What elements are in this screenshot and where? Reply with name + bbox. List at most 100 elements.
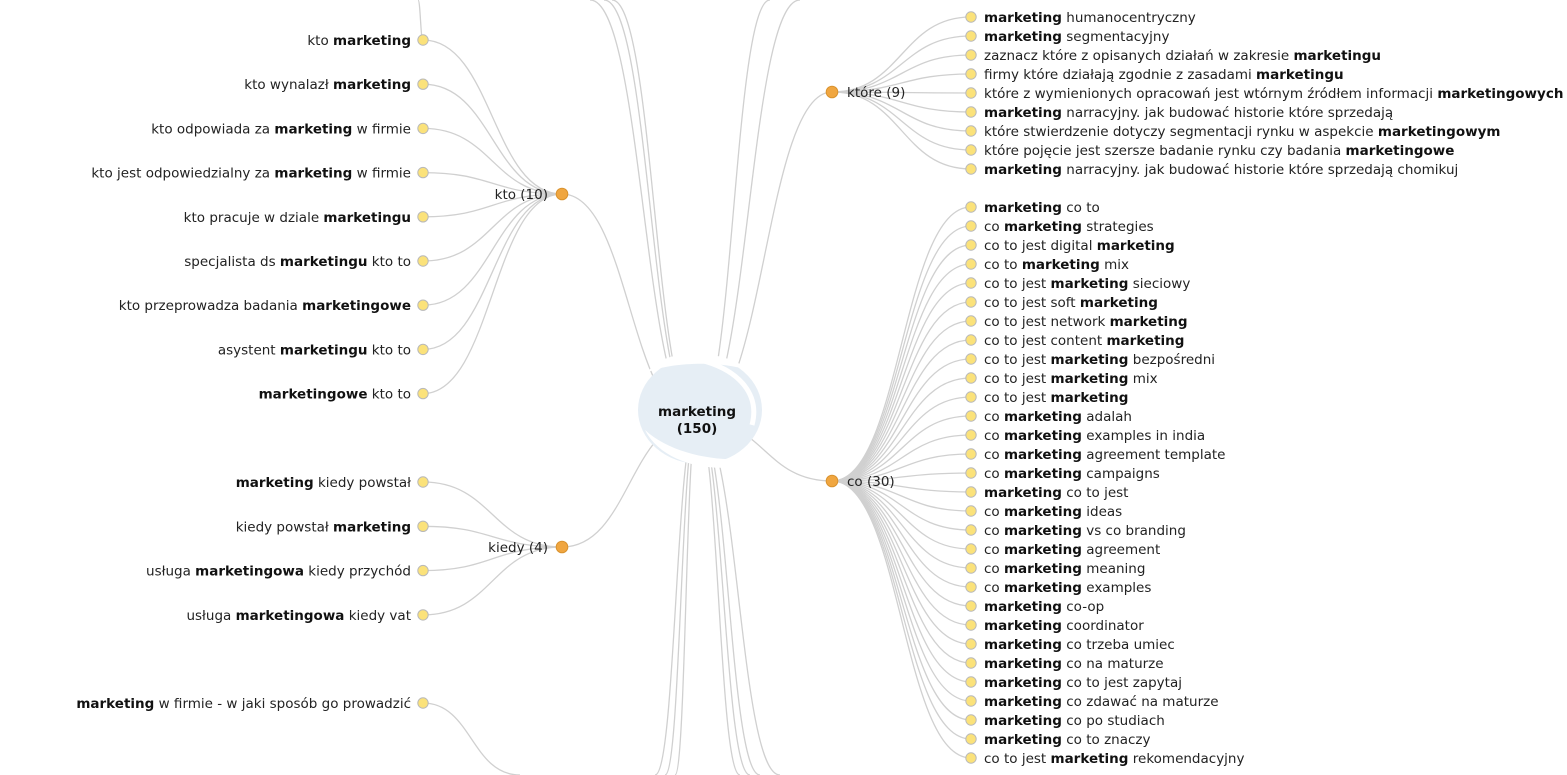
leaf-dot-icon[interactable]: [965, 201, 977, 213]
leaf-node[interactable]: co to jest marketing sieciowy: [965, 276, 1191, 292]
leaf-dot-icon[interactable]: [417, 520, 429, 532]
leaf-dot-icon[interactable]: [965, 657, 977, 669]
leaf-node[interactable]: kto jest odpowiedzialny za marketing w f…: [91, 166, 429, 182]
leaf-node[interactable]: co marketing vs co branding: [965, 523, 1186, 539]
leaf-node[interactable]: marketing co to znaczy: [965, 732, 1151, 748]
leaf-node[interactable]: które pojęcie jest szersze badanie rynku…: [965, 143, 1455, 159]
leaf-node[interactable]: co marketing examples: [965, 580, 1152, 596]
leaf-dot-icon[interactable]: [965, 239, 977, 251]
leaf-node[interactable]: marketing humanocentryczny: [965, 10, 1196, 26]
leaf-dot-icon[interactable]: [965, 562, 977, 574]
leaf-dot-icon[interactable]: [965, 296, 977, 308]
leaf-node[interactable]: co to jest marketing: [965, 390, 1129, 406]
leaf-node[interactable]: usługa marketingowa kiedy przychód: [146, 564, 429, 580]
leaf-node[interactable]: co marketing agreement template: [965, 447, 1226, 463]
leaf-dot-icon[interactable]: [417, 343, 429, 356]
leaf-dot-icon[interactable]: [965, 524, 977, 536]
leaf-node[interactable]: co marketing strategies: [965, 219, 1154, 235]
leaf-dot-icon[interactable]: [965, 600, 977, 612]
leaf-dot-icon[interactable]: [965, 334, 977, 346]
group-node-label[interactable]: które (9): [847, 85, 905, 101]
leaf-node[interactable]: kto marketing: [307, 33, 429, 49]
leaf-dot-icon[interactable]: [965, 429, 977, 441]
leaf-node[interactable]: asystent marketingu kto to: [218, 342, 429, 358]
leaf-node[interactable]: co to jest marketing rekomendacyjny: [965, 751, 1245, 767]
group-node-label[interactable]: kto (10): [495, 187, 548, 203]
leaf-dot-icon[interactable]: [965, 11, 977, 23]
leaf-node[interactable]: co to jest network marketing: [965, 314, 1188, 330]
leaf-dot-icon[interactable]: [417, 122, 429, 135]
leaf-node[interactable]: usługa marketingowa kiedy vat: [186, 608, 429, 624]
leaf-dot-icon[interactable]: [965, 315, 977, 327]
leaf-node[interactable]: specjalista ds marketingu kto to: [184, 254, 429, 270]
leaf-node[interactable]: co marketing campaigns: [965, 466, 1160, 482]
leaf-dot-icon[interactable]: [965, 163, 977, 175]
leaf-dot-icon[interactable]: [965, 619, 977, 631]
leaf-dot-icon[interactable]: [417, 476, 429, 488]
leaf-node[interactable]: co to jest soft marketing: [965, 295, 1158, 311]
leaf-node[interactable]: marketing co to jest zapytaj: [965, 675, 1182, 691]
leaf-dot-icon[interactable]: [965, 87, 977, 99]
leaf-dot-icon[interactable]: [965, 125, 977, 137]
group-node-label[interactable]: kiedy (4): [488, 540, 548, 556]
leaf-node[interactable]: co marketing adalah: [965, 409, 1132, 425]
leaf-node[interactable]: kto pracuje w dziale marketingu: [184, 210, 429, 226]
leaf-dot-icon[interactable]: [965, 752, 977, 764]
leaf-node[interactable]: marketing w firmie - w jaki sposób go pr…: [76, 696, 429, 712]
leaf-dot-icon[interactable]: [965, 353, 977, 365]
leaf-dot-icon[interactable]: [965, 258, 977, 270]
leaf-node[interactable]: marketing narracyjny. jak budować histor…: [965, 105, 1393, 121]
leaf-dot-icon[interactable]: [417, 609, 429, 621]
leaf-node[interactable]: kiedy powstał marketing: [236, 519, 429, 535]
leaf-node[interactable]: co to jest marketing bezpośredni: [965, 352, 1215, 368]
leaf-node[interactable]: które z wymienionych opracowań jest wtór…: [965, 86, 1564, 102]
leaf-dot-icon[interactable]: [965, 676, 977, 688]
leaf-dot-icon[interactable]: [417, 387, 429, 400]
leaf-dot-icon[interactable]: [965, 486, 977, 498]
leaf-node[interactable]: co to jest marketing mix: [965, 371, 1158, 387]
leaf-node[interactable]: marketing co zdawać na maturze: [965, 694, 1219, 710]
leaf-dot-icon[interactable]: [417, 564, 429, 577]
leaf-node[interactable]: marketing co to: [965, 200, 1100, 216]
group-node-dot-icon[interactable]: [825, 474, 839, 488]
leaf-dot-icon[interactable]: [417, 299, 429, 311]
leaf-dot-icon[interactable]: [965, 410, 977, 422]
leaf-node[interactable]: marketing co to jest: [965, 485, 1129, 501]
leaf-dot-icon[interactable]: [965, 49, 977, 61]
leaf-dot-icon[interactable]: [965, 695, 977, 707]
center-node[interactable]: marketing (150): [658, 404, 736, 437]
group-node-dot-icon[interactable]: [555, 540, 569, 554]
leaf-dot-icon[interactable]: [965, 277, 977, 289]
leaf-node[interactable]: co marketing ideas: [965, 504, 1122, 520]
leaf-dot-icon[interactable]: [417, 166, 429, 179]
leaf-node[interactable]: co marketing examples in india: [965, 428, 1205, 444]
leaf-node[interactable]: co to jest digital marketing: [965, 238, 1175, 254]
leaf-node[interactable]: marketing co po studiach: [965, 713, 1165, 729]
leaf-dot-icon[interactable]: [417, 697, 429, 709]
leaf-node[interactable]: marketing narracyjny. jak budować histor…: [965, 162, 1458, 178]
leaf-dot-icon[interactable]: [965, 144, 977, 156]
leaf-dot-icon[interactable]: [965, 714, 977, 726]
leaf-node[interactable]: kto odpowiada za marketing w firmie: [151, 121, 429, 137]
group-node-dot-icon[interactable]: [825, 85, 839, 99]
leaf-node[interactable]: marketingowe kto to: [259, 387, 429, 403]
leaf-dot-icon[interactable]: [965, 372, 977, 384]
leaf-node[interactable]: zaznacz które z opisanych działań w zakr…: [965, 48, 1381, 64]
leaf-dot-icon[interactable]: [965, 467, 977, 479]
leaf-node[interactable]: marketing co trzeba umiec: [965, 637, 1175, 653]
leaf-dot-icon[interactable]: [965, 581, 977, 593]
leaf-node[interactable]: firmy które działają zgodnie z zasadami …: [965, 67, 1344, 83]
leaf-dot-icon[interactable]: [965, 68, 977, 80]
leaf-dot-icon[interactable]: [965, 106, 977, 118]
leaf-dot-icon[interactable]: [965, 638, 977, 650]
leaf-dot-icon[interactable]: [965, 733, 977, 745]
leaf-node[interactable]: co to jest content marketing: [965, 333, 1185, 349]
group-node-label[interactable]: co (30): [847, 474, 895, 490]
leaf-node[interactable]: marketing co na maturze: [965, 656, 1164, 672]
leaf-dot-icon[interactable]: [965, 220, 977, 232]
leaf-node[interactable]: co to marketing mix: [965, 257, 1129, 273]
leaf-node[interactable]: marketing coordinator: [965, 618, 1144, 634]
leaf-dot-icon[interactable]: [417, 255, 429, 267]
group-node-dot-icon[interactable]: [555, 187, 569, 201]
leaf-node[interactable]: co marketing agreement: [965, 542, 1160, 558]
